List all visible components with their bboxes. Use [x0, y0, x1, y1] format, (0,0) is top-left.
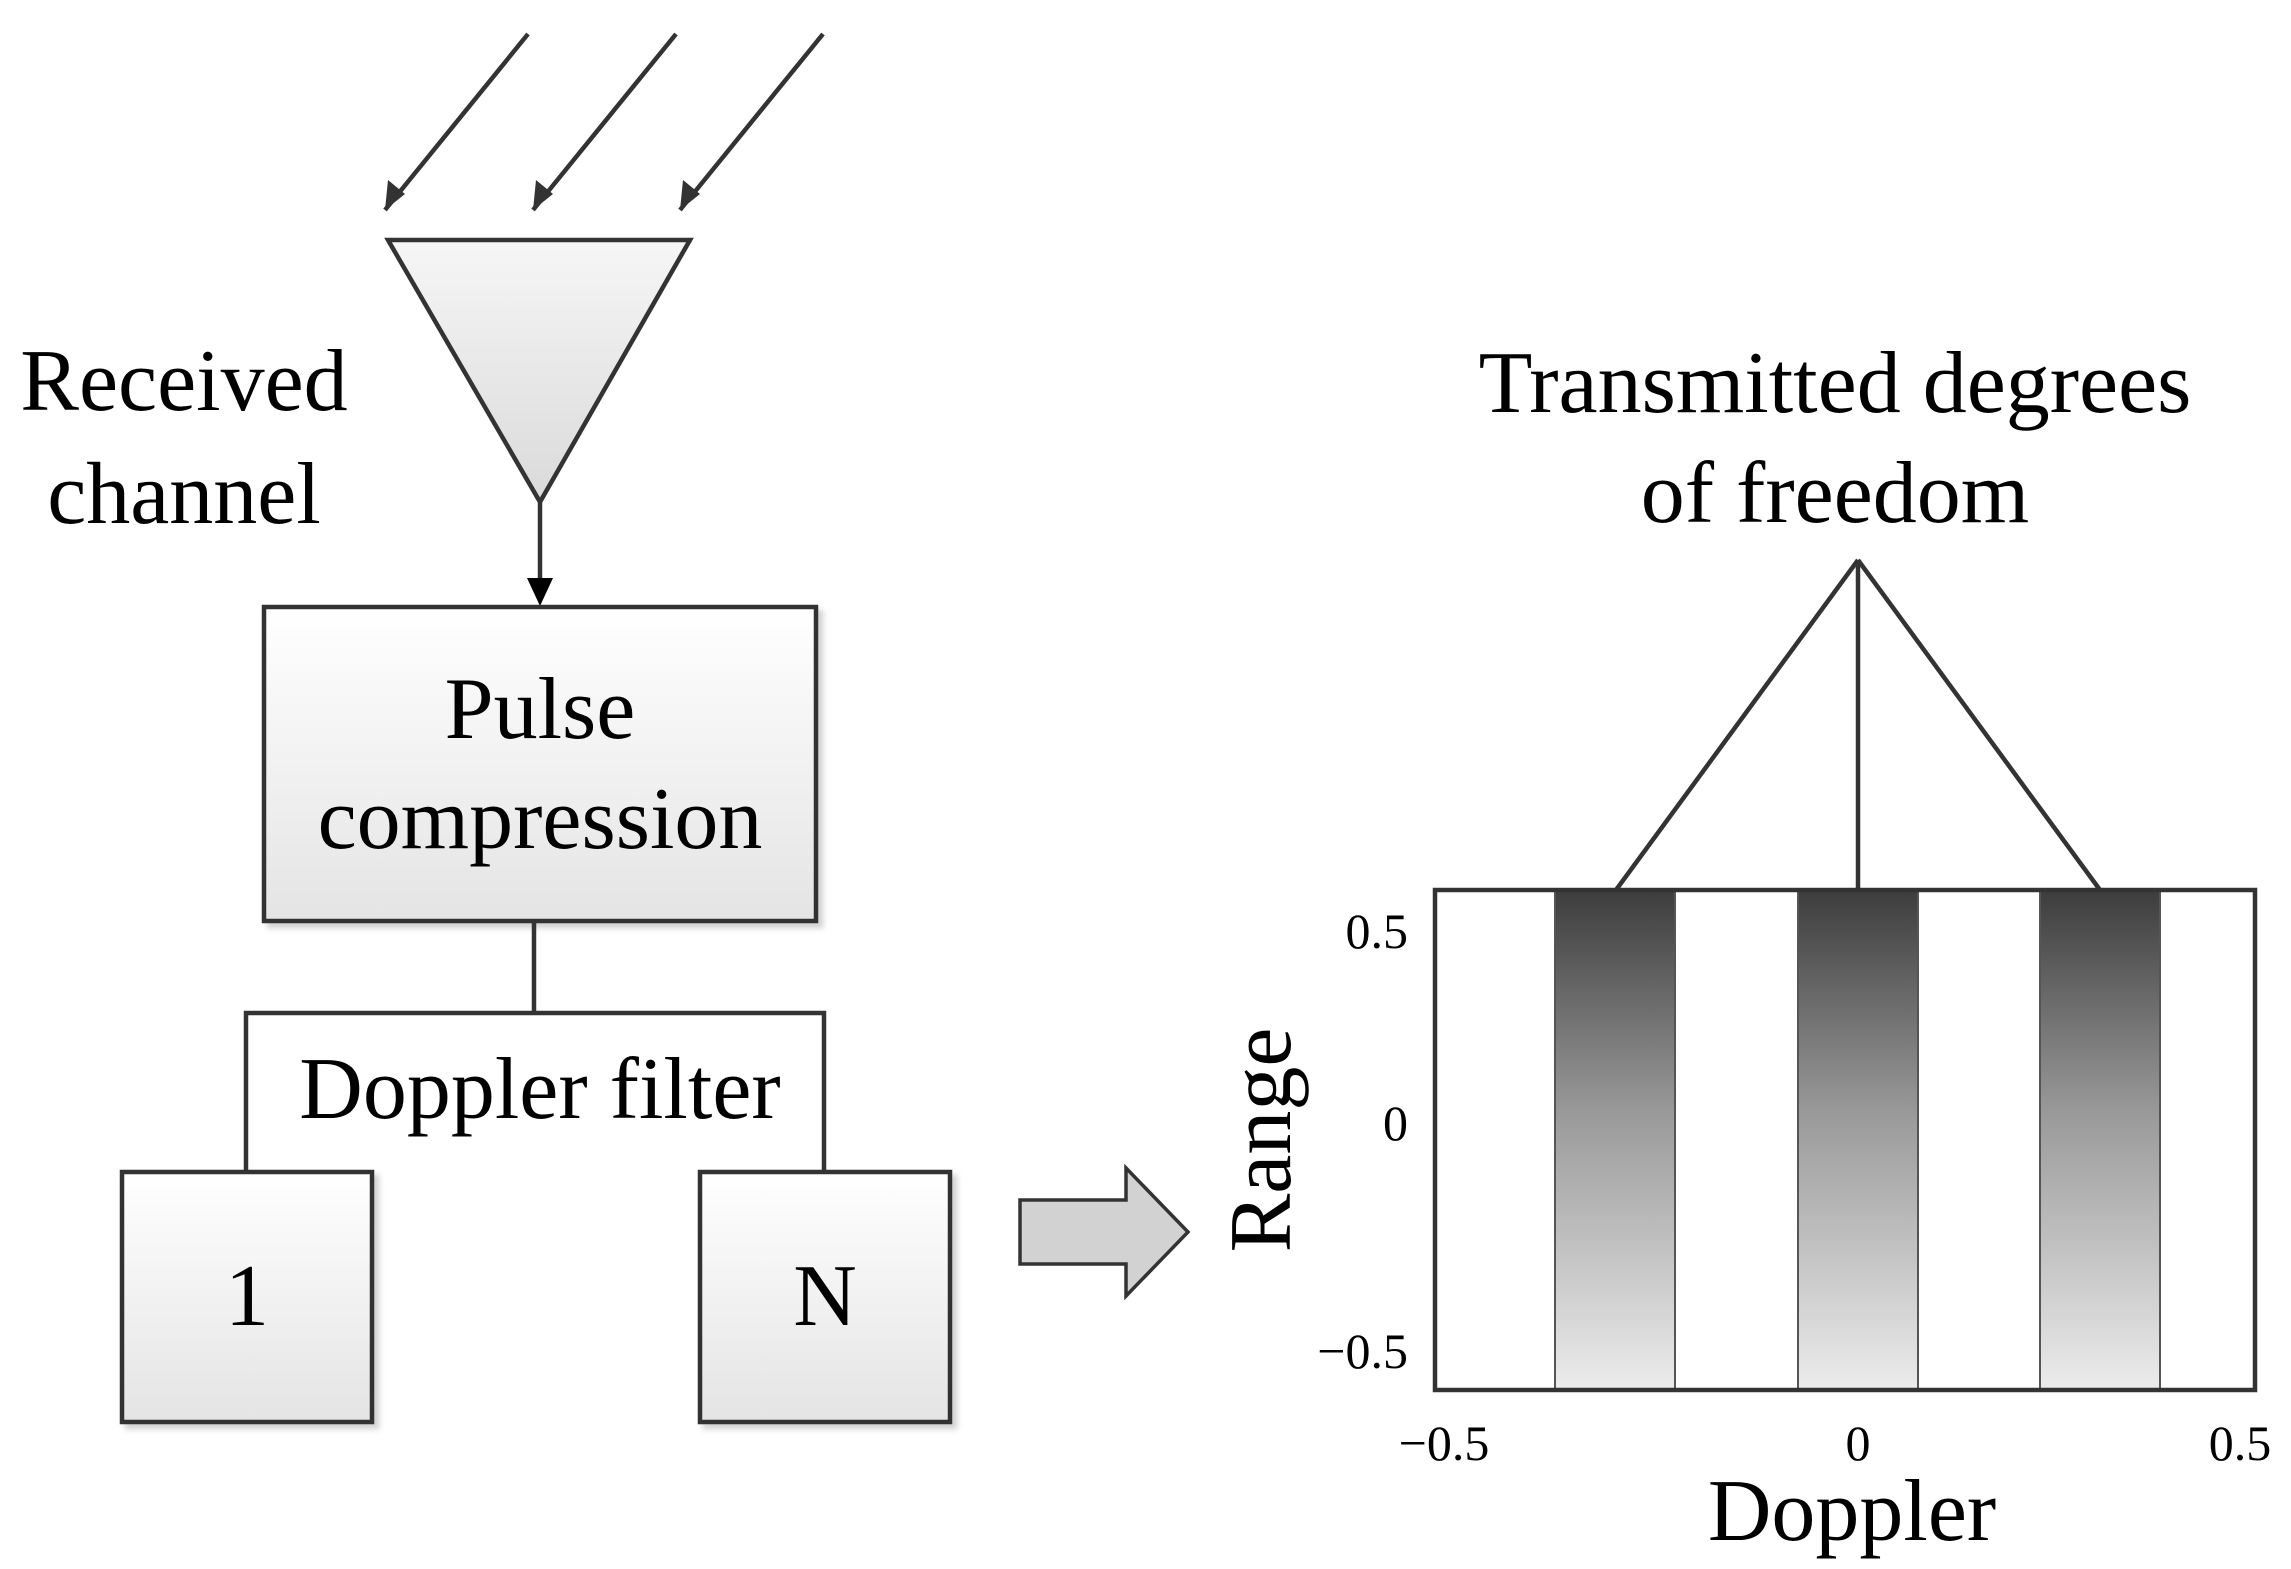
- y-tick-top: 0.5: [1346, 903, 1409, 959]
- y-tick-mid: 0: [1383, 1095, 1408, 1151]
- block-arrow-right-icon: [1018, 1163, 1191, 1301]
- x-tick-mid: 0: [1846, 1415, 1871, 1471]
- antenna-triangle-icon: [384, 237, 694, 507]
- filter-box-n: [697, 1169, 953, 1425]
- y-axis-label: Range: [1213, 1028, 1310, 1253]
- filter-box-1-label: 1: [225, 1248, 269, 1345]
- pulse-compression-box: [261, 604, 819, 924]
- range-doppler-plot: [1432, 887, 2258, 1393]
- dof-pointer-lines: [1614, 558, 2102, 892]
- dof-band-right: [2039, 889, 2161, 1391]
- filter-box-1: [119, 1169, 375, 1425]
- doppler-filter-label: Doppler filter: [299, 1041, 780, 1138]
- pulse-compression-label-line2: compression: [318, 771, 763, 868]
- received-channel-label-line2: channel: [47, 446, 321, 543]
- received-channel-label-line1: Received: [20, 333, 347, 430]
- dof-band-left: [1554, 889, 1676, 1391]
- filter-box-n-label: N: [793, 1248, 857, 1345]
- x-axis-label: Doppler: [1708, 1463, 1996, 1560]
- antenna-to-pulse-arrow: [527, 502, 553, 606]
- dof-band-center: [1797, 889, 1919, 1391]
- dof-label-line2: of freedom: [1641, 445, 2029, 542]
- dof-label-line1: Transmitted degrees: [1479, 335, 2192, 432]
- x-tick-right: 0.5: [2209, 1415, 2272, 1471]
- plot-frame: [1432, 887, 2258, 1393]
- incoming-signal-arrows: [383, 32, 825, 212]
- x-tick-left: −0.5: [1399, 1415, 1490, 1471]
- y-tick-bottom: −0.5: [1317, 1323, 1408, 1379]
- pulse-compression-label-line1: Pulse: [445, 661, 636, 758]
- doppler-filter-bracket: [243, 921, 827, 1172]
